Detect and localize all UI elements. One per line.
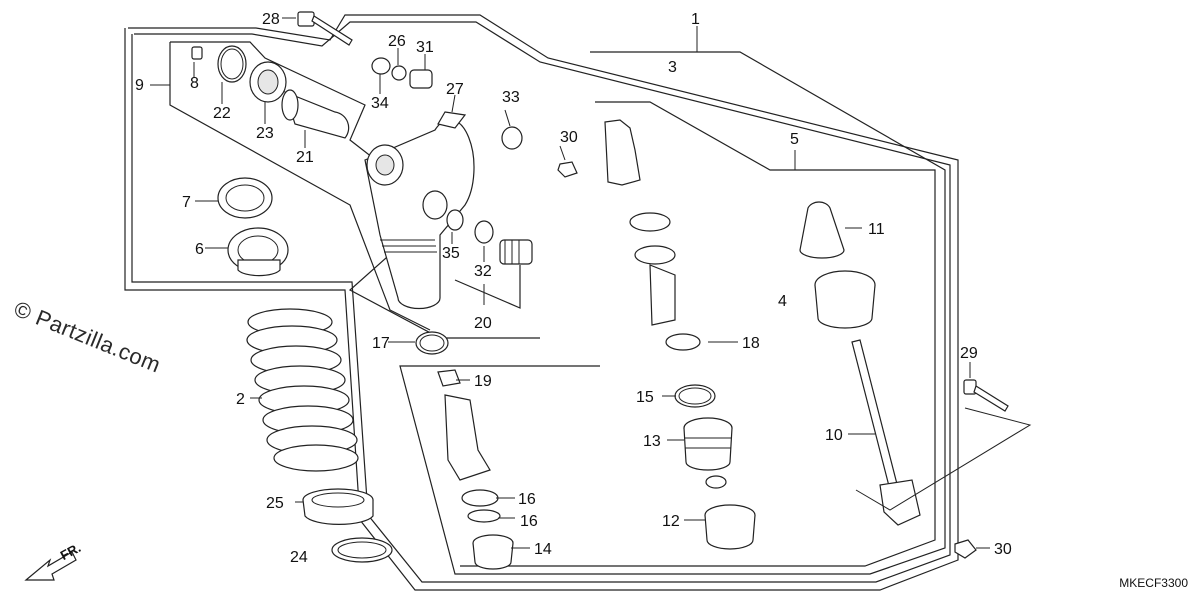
o-ring-part-32 bbox=[474, 220, 494, 244]
washer-part-18 bbox=[665, 333, 701, 351]
callout-labels: 1 2 3 4 5 6 7 8 9 10 11 12 13 14 15 16 1… bbox=[135, 11, 1012, 566]
stopper-ring-part-24 bbox=[331, 537, 393, 563]
ring-part-16a bbox=[461, 489, 499, 507]
callout-30-top: 30 bbox=[560, 129, 578, 146]
adjuster-part-20 bbox=[499, 239, 533, 265]
nut-part-19 bbox=[437, 369, 461, 387]
cap-part-23 bbox=[249, 61, 287, 103]
callout-9: 9 bbox=[135, 77, 144, 94]
cover-part-4 bbox=[814, 270, 876, 329]
spring-part-2 bbox=[246, 308, 359, 472]
callout-22: 22 bbox=[213, 105, 231, 122]
callout-10: 10 bbox=[825, 427, 843, 444]
group-1-outer-box bbox=[124, 14, 959, 591]
ring-part-15 bbox=[674, 384, 716, 408]
callout-1: 1 bbox=[691, 11, 700, 28]
callout-6: 6 bbox=[195, 241, 204, 258]
callout-24: 24 bbox=[290, 549, 308, 566]
callout-3: 3 bbox=[668, 59, 677, 76]
callout-32: 32 bbox=[474, 263, 492, 280]
callout-5: 5 bbox=[790, 131, 799, 148]
dust-boot-part-13 bbox=[683, 417, 733, 471]
callout-25: 25 bbox=[266, 495, 284, 512]
spring-seat-part-25 bbox=[302, 488, 374, 525]
group-3-box bbox=[399, 51, 946, 575]
bolt-part-29 bbox=[963, 379, 1009, 412]
lock-nut-part-7 bbox=[217, 177, 273, 219]
nut-part-30-top bbox=[557, 161, 578, 178]
label-part-27 bbox=[437, 111, 467, 129]
callout-21: 21 bbox=[296, 149, 314, 166]
callout-13: 13 bbox=[643, 433, 661, 450]
rubber-bumper-stack bbox=[604, 119, 676, 326]
small-washer-part-16 bbox=[705, 475, 727, 489]
assembly-outlines bbox=[124, 14, 959, 591]
callout-23: 23 bbox=[256, 125, 274, 142]
seal-part-34 bbox=[371, 57, 391, 75]
reservoir-bladder-part-21 bbox=[281, 89, 350, 139]
bump-rubber-part-11 bbox=[799, 201, 845, 259]
nut-part-30-right bbox=[954, 539, 977, 559]
callout-31: 31 bbox=[416, 39, 434, 56]
damper-rod-part-10 bbox=[851, 339, 921, 526]
callout-15: 15 bbox=[636, 389, 654, 406]
callout-17: 17 bbox=[372, 335, 390, 352]
callout-20: 20 bbox=[474, 315, 492, 332]
callout-18: 18 bbox=[742, 335, 760, 352]
callout-16b: 16 bbox=[520, 513, 538, 530]
callout-11: 11 bbox=[868, 221, 885, 238]
piston-assy bbox=[444, 394, 491, 481]
callout-12: 12 bbox=[662, 513, 680, 530]
callout-33: 33 bbox=[502, 89, 520, 106]
front-direction-arrow bbox=[24, 551, 77, 581]
group-9-box bbox=[170, 41, 540, 339]
callout-4: 4 bbox=[778, 293, 787, 310]
cap-part-12 bbox=[704, 504, 756, 550]
callout-7: 7 bbox=[182, 194, 191, 211]
callout-30-right: 30 bbox=[994, 541, 1012, 558]
o-ring-part-22 bbox=[217, 45, 247, 83]
ring-part-26 bbox=[391, 65, 407, 81]
callout-27: 27 bbox=[446, 81, 464, 98]
ring-part-17 bbox=[415, 331, 449, 355]
ring-part-16b bbox=[467, 509, 501, 523]
group-9-lower bbox=[169, 42, 431, 331]
cap-part-33 bbox=[501, 126, 523, 150]
callout-35: 35 bbox=[442, 245, 460, 262]
callout-34: 34 bbox=[371, 95, 389, 112]
collar-part-14 bbox=[472, 534, 514, 570]
adjusting-nut-part-6 bbox=[227, 227, 289, 277]
group-1-inner-box bbox=[131, 21, 951, 583]
bushing-part-31 bbox=[409, 69, 433, 89]
leader-lines bbox=[150, 17, 1032, 549]
callout-8: 8 bbox=[190, 75, 199, 92]
callout-2: 2 bbox=[236, 391, 245, 408]
diagram-code: MKECF3300 bbox=[1119, 576, 1188, 590]
group-5-box bbox=[460, 101, 936, 567]
callout-28: 28 bbox=[262, 11, 280, 28]
callout-19: 19 bbox=[474, 373, 492, 390]
callout-29: 29 bbox=[960, 345, 978, 362]
o-ring-part-35 bbox=[446, 209, 464, 231]
callout-16a: 16 bbox=[518, 491, 536, 508]
shock-body-part-1 bbox=[364, 118, 475, 310]
group-20-leader bbox=[454, 265, 521, 309]
callout-14: 14 bbox=[534, 541, 552, 558]
callout-26: 26 bbox=[388, 33, 406, 50]
bolt-part-28 bbox=[297, 11, 353, 46]
valve-part-8 bbox=[191, 46, 203, 60]
